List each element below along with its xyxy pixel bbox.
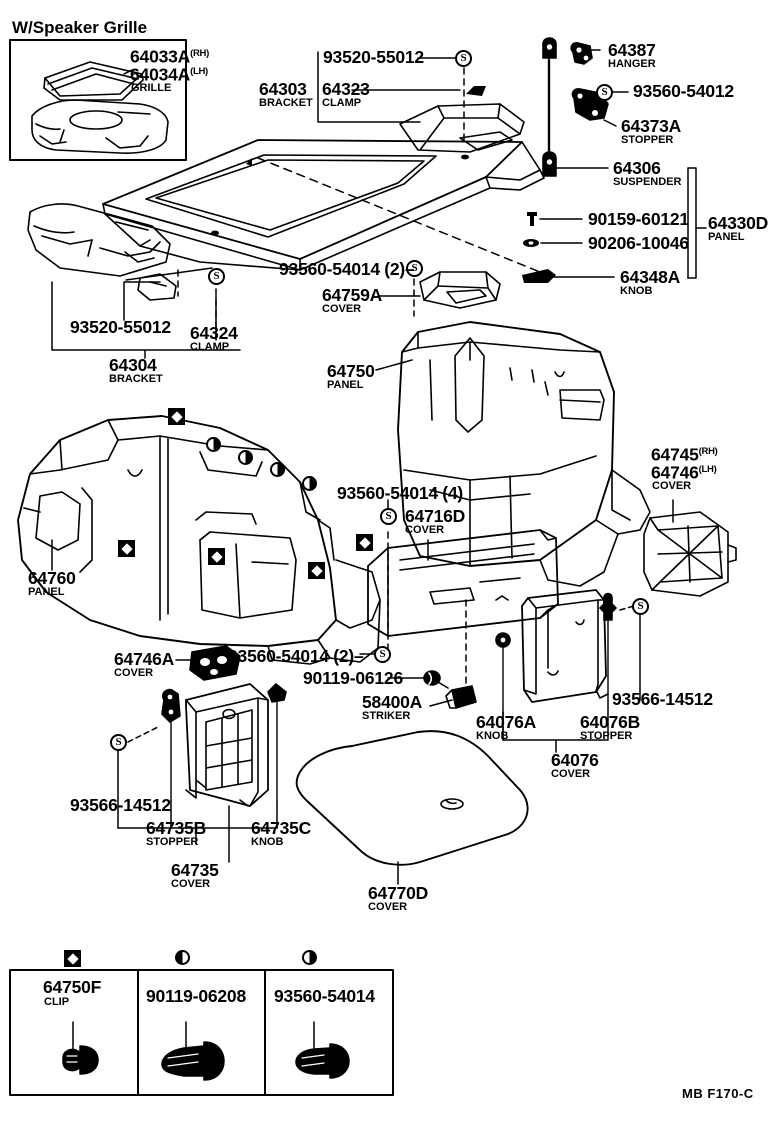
screw-symbol-s: S: [374, 646, 391, 663]
screw-symbol-s: S: [455, 50, 472, 67]
half-circle-symbol: [270, 462, 285, 477]
callout-93560-54014-lower: 93560-54014 (2)–: [228, 646, 364, 666]
callout-64323-desc: CLAMP: [322, 97, 362, 109]
callout-64770D-desc: COVER: [368, 901, 408, 913]
callout-64746A-desc: COVER: [114, 667, 154, 679]
callout-64746: 64746(LH): [651, 462, 717, 483]
callout-64746A: 64746A: [114, 649, 175, 669]
callout-64760-desc: PANEL: [28, 586, 65, 598]
callout-90119-06126: 90119-06126: [303, 668, 403, 688]
callout-64373A-desc: STOPPER: [621, 134, 674, 146]
callout-58400A: 58400A: [362, 692, 423, 712]
callout-64348A-desc: KNOB: [620, 285, 653, 297]
callout-64330D: 64330D: [708, 213, 769, 233]
callout-64303-desc: BRACKET: [259, 97, 313, 109]
clip-diamond-symbol: [168, 408, 185, 425]
callout-58400A-desc: STRIKER: [362, 710, 411, 722]
clip-diamond-symbol: [64, 950, 81, 967]
callout-64330D-desc: PANEL: [708, 231, 745, 243]
screw-symbol-s: S: [208, 268, 225, 285]
callout-64387: 64387: [608, 40, 656, 60]
callout-64387-desc: HANGER: [608, 58, 656, 70]
callout-93560-54014-upper: 93560-54014 (2)–: [279, 259, 415, 279]
callout-64076: 64076: [551, 750, 599, 770]
callout-93520-55012-top: 93520-55012: [323, 47, 424, 67]
callout-64745-desc: COVER: [652, 480, 692, 492]
half-circle-symbol: [175, 950, 190, 965]
callout-64306: 64306: [613, 158, 661, 178]
half-circle-symbol: [238, 450, 253, 465]
callout-64759A: 64759A: [322, 285, 383, 305]
callout-64735-desc: COVER: [171, 878, 211, 890]
half-circle-symbol: [206, 437, 221, 452]
callout-93560-54014-4: 93560-54014 (4): [337, 483, 464, 503]
callout-64750: 64750: [327, 361, 375, 381]
half-circle-symbol: [302, 950, 317, 965]
callout-93566-14512-left: 93566-14512: [70, 795, 171, 815]
callout-90159-60121: 90159-60121: [588, 209, 689, 229]
screw-symbol-s: S: [596, 84, 613, 101]
callout-90206-10046: 90206-10046: [588, 233, 689, 253]
callout-grille-desc: GRILLE: [131, 82, 172, 94]
legend-part-90119-06208: 90119-06208: [146, 986, 246, 1006]
callout-64076A-desc: KNOB: [476, 730, 509, 742]
callout-64076-desc: COVER: [551, 768, 591, 780]
callout-64760: 64760: [28, 568, 76, 588]
callout-64323: 64323: [322, 79, 370, 99]
callout-64745: 64745(RH): [651, 444, 718, 465]
callout-64716D-desc: COVER: [405, 524, 445, 536]
callout-64716D: 64716D: [405, 506, 466, 526]
callout-64735B-desc: STOPPER: [146, 836, 199, 848]
callout-64324: 64324: [190, 323, 238, 343]
clip-diamond-symbol: [308, 562, 325, 579]
callout-64735C: 64735C: [251, 818, 312, 838]
clip-diamond-symbol: [356, 534, 373, 551]
callout-64303: 64303: [259, 79, 307, 99]
callout-64033A: 64033A(RH): [130, 46, 209, 67]
legend-part-93560-54014: 93560-54014: [274, 986, 375, 1006]
screw-symbol-s: S: [406, 260, 423, 277]
screw-symbol-s: S: [632, 598, 649, 615]
clip-diamond-symbol: [208, 548, 225, 565]
callout-64373A: 64373A: [621, 116, 682, 136]
screw-symbol-s: S: [380, 508, 397, 525]
callout-64735: 64735: [171, 860, 219, 880]
legend-part-64750F-desc: CLIP: [44, 996, 70, 1008]
half-circle-symbol: [302, 476, 317, 491]
callout-64306-desc: SUSPENDER: [613, 176, 682, 188]
diagram-title: W/Speaker Grille: [12, 18, 148, 37]
callout-64304-desc: BRACKET: [109, 373, 163, 385]
callout-64759A-desc: COVER: [322, 303, 362, 315]
legend-part-64750F: 64750F: [43, 977, 102, 997]
callout-64034A: 64034A(LH): [130, 64, 208, 85]
callout-64770D: 64770D: [368, 883, 429, 903]
callout-64348A: 64348A: [620, 267, 681, 287]
callout-64735B: 64735B: [146, 818, 207, 838]
callout-93566-14512-right: 93566-14512: [612, 689, 713, 709]
callout-93560-54012: 93560-54012: [633, 81, 734, 101]
screw-symbol-s: S: [110, 734, 127, 751]
callout-64076B-desc: STOPPER: [580, 730, 633, 742]
footer-code: MB F170-C: [682, 1086, 754, 1101]
clip-diamond-symbol: [118, 540, 135, 557]
callout-64076A: 64076A: [476, 712, 537, 732]
callout-64750-desc: PANEL: [327, 379, 364, 391]
callout-64735C-desc: KNOB: [251, 836, 284, 848]
callout-93520-55012-lower: 93520-55012: [70, 317, 171, 337]
callout-64076B: 64076B: [580, 712, 641, 732]
callout-64324-desc: CLAMP: [190, 341, 230, 353]
callout-64304: 64304: [109, 355, 157, 375]
